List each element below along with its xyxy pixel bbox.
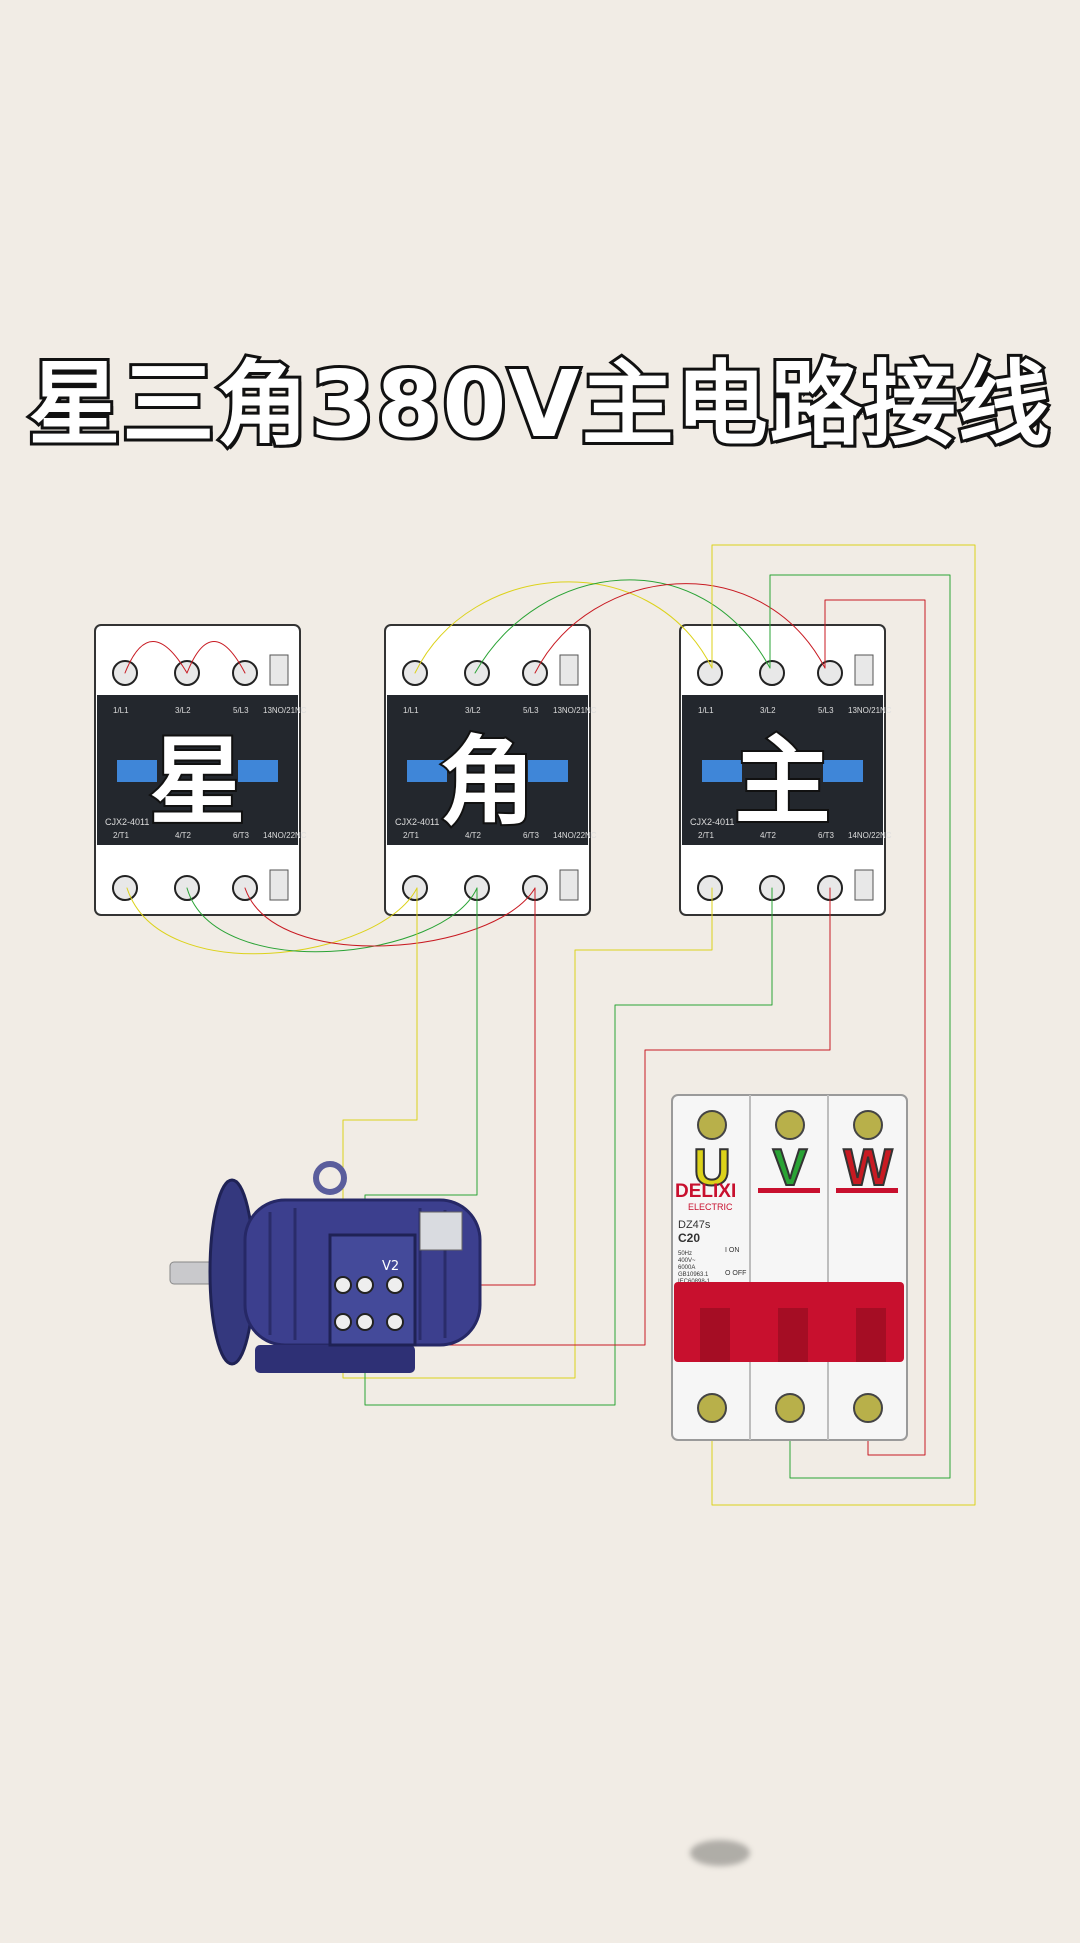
top-terminal-label: 13NO/21NC bbox=[263, 706, 307, 715]
motor-terminals bbox=[334, 1276, 404, 1331]
contactor-button-left bbox=[117, 760, 157, 782]
terminal-screw bbox=[759, 660, 785, 686]
wire-arc-yellow-front bbox=[414, 581, 713, 674]
bottom-terminal-label: 4/T2 bbox=[465, 831, 482, 840]
aux-terminal bbox=[269, 869, 289, 901]
bottom-terminal-label: 14NO/22NC bbox=[848, 831, 892, 840]
contactor-button-right bbox=[823, 760, 863, 782]
top-terminal-label: 13NO/21NC bbox=[553, 706, 597, 715]
bottom-terminal-label: 6/T3 bbox=[233, 831, 250, 840]
breaker-brand: DELIXI bbox=[675, 1181, 736, 1202]
bottom-terminal-label: 2/T1 bbox=[403, 831, 420, 840]
wire-arc-red-front bbox=[534, 583, 826, 674]
terminal-screw bbox=[112, 875, 138, 901]
terminal-screw bbox=[817, 660, 843, 686]
breaker-on-label: I ON bbox=[725, 1247, 739, 1254]
contactor-model: CJX2-4011 bbox=[105, 817, 149, 827]
contactor-button-right bbox=[528, 760, 568, 782]
top-terminal-label: 3/L2 bbox=[175, 706, 191, 715]
breaker-bottom-terminals bbox=[697, 1393, 883, 1423]
contactor-model: CJX2-4011 bbox=[395, 817, 439, 827]
bottom-terminal-label: 6/T3 bbox=[818, 831, 835, 840]
terminal-screw bbox=[402, 875, 428, 901]
breaker-off-label: O OFF bbox=[725, 1270, 746, 1277]
wire-main-to-breaker-w-front bbox=[824, 599, 926, 1456]
terminal-screw bbox=[697, 875, 723, 901]
contactor-role-label: 角 bbox=[440, 726, 536, 838]
aux-terminal bbox=[559, 654, 579, 686]
breaker-model: DZ47s bbox=[678, 1219, 711, 1231]
top-terminal-label: 1/L1 bbox=[113, 706, 129, 715]
contactor-button-left bbox=[702, 760, 742, 782]
watermark-blob bbox=[690, 1840, 750, 1866]
terminal-screw bbox=[464, 660, 490, 686]
motor-feet bbox=[255, 1345, 415, 1373]
motor-nameplate bbox=[419, 1211, 463, 1251]
star-jumper-1-front bbox=[124, 641, 188, 674]
circuit-breaker: U V W DELIXI ELECTRIC DZ47s C20 50Hz400V… bbox=[671, 1094, 908, 1441]
contactor-3: 1/L1 3/L2 5/L3 13NO/21NC 2/T1 4/T2 6/T3 14NO/22… bbox=[679, 624, 892, 916]
top-terminal-label: 5/L3 bbox=[233, 706, 249, 715]
phase-label-v: V bbox=[773, 1139, 808, 1197]
wire-main-to-motor-v-front bbox=[364, 887, 773, 1406]
wire-star-bottom-red-front bbox=[244, 887, 536, 947]
top-terminal-label: 1/L1 bbox=[698, 706, 714, 715]
bottom-terminal-label: 6/T3 bbox=[523, 831, 540, 840]
top-terminal-label: 3/L2 bbox=[760, 706, 776, 715]
motor: V2 bbox=[169, 1161, 482, 1373]
top-terminal-label: 5/L3 bbox=[818, 706, 834, 715]
breaker-spec-line: 400V~ bbox=[678, 1258, 696, 1264]
bottom-terminal-label: 14NO/22NC bbox=[553, 831, 597, 840]
breaker-brand-sub: ELECTRIC bbox=[688, 1202, 733, 1212]
bottom-terminal-label: 4/T2 bbox=[175, 831, 192, 840]
top-terminal-label: 5/L3 bbox=[523, 706, 539, 715]
motor-terminal-label: V2 bbox=[382, 1259, 399, 1274]
bottom-terminal-label: 2/T1 bbox=[698, 831, 715, 840]
breaker-top-terminals bbox=[697, 1110, 883, 1140]
aux-terminal bbox=[559, 869, 579, 901]
page-title: 星三角380V主电路接线 bbox=[25, 348, 1052, 461]
contactor-button-right bbox=[238, 760, 278, 782]
phase-label-u: U bbox=[693, 1139, 731, 1197]
contactor-group: 1/L1 3/L2 5/L3 13NO/21NC 2/T1 4/T2 6/T3 14NO/22… bbox=[94, 624, 892, 916]
breaker-spec-line: 6000A bbox=[678, 1265, 695, 1271]
aux-terminal bbox=[854, 654, 874, 686]
star-jumper-2-front bbox=[186, 641, 246, 674]
contactor-role-label: 主 bbox=[735, 726, 831, 838]
wire-main-to-breaker-u-front bbox=[711, 544, 976, 1506]
motor-lifting-eye bbox=[313, 1161, 347, 1195]
breaker-spec-line: GB10963.1 bbox=[678, 1272, 709, 1278]
breaker-rating: C20 bbox=[678, 1231, 700, 1245]
contactor-model: CJX2-4011 bbox=[690, 817, 734, 827]
bottom-terminal-label: 14NO/22NC bbox=[263, 831, 307, 840]
contactor-role-label: 星 bbox=[150, 726, 246, 838]
wire-arc-green-front bbox=[474, 579, 771, 674]
wire-main-to-breaker-v-front bbox=[769, 574, 951, 1479]
aux-terminal bbox=[854, 869, 874, 901]
wire-star-bottom-green-front bbox=[186, 887, 478, 953]
top-terminal-label: 1/L1 bbox=[403, 706, 419, 715]
bottom-terminal-label: 2/T1 bbox=[113, 831, 130, 840]
breaker-spec-line: 50Hz bbox=[678, 1251, 692, 1257]
bottom-terminal-label: 4/T2 bbox=[760, 831, 777, 840]
wire-star-bottom-yellow-front bbox=[126, 887, 418, 955]
contactor-button-left bbox=[407, 760, 447, 782]
top-terminal-label: 13NO/21NC bbox=[848, 706, 892, 715]
aux-terminal bbox=[269, 654, 289, 686]
top-terminal-label: 3/L2 bbox=[465, 706, 481, 715]
terminal-screw bbox=[697, 660, 723, 686]
contactor-2: 1/L1 3/L2 5/L3 13NO/21NC 2/T1 4/T2 6/T3 14NO/22… bbox=[384, 624, 597, 916]
